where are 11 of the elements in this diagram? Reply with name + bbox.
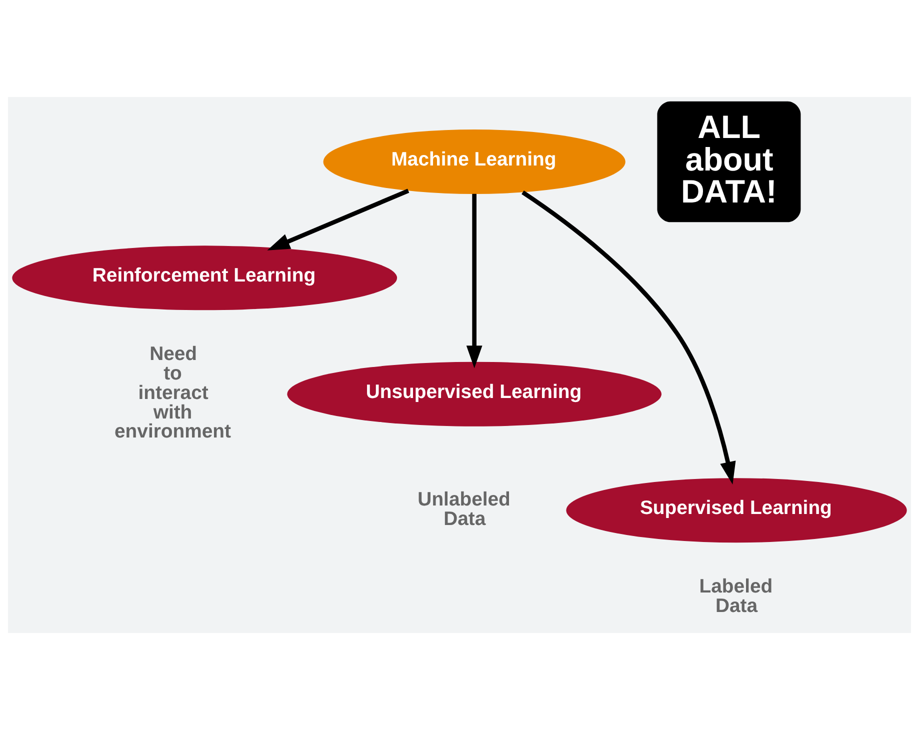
node-label: Need to interact with environment [114, 343, 231, 443]
node-ellipse: Reinforcement Learning [12, 246, 398, 310]
node-ellipse: Unsupervised Learning [287, 362, 662, 426]
node-ellipse: Supervised Learning [566, 478, 907, 543]
arrow [267, 188, 410, 250]
node-ellipse: Machine Learning [323, 129, 626, 194]
node-box: ALL about DATA! [657, 101, 801, 222]
node-label: Labeled Data [699, 575, 773, 617]
arrow [466, 194, 482, 368]
node-label: Unlabeled Data [418, 488, 510, 530]
arrow [522, 190, 736, 484]
